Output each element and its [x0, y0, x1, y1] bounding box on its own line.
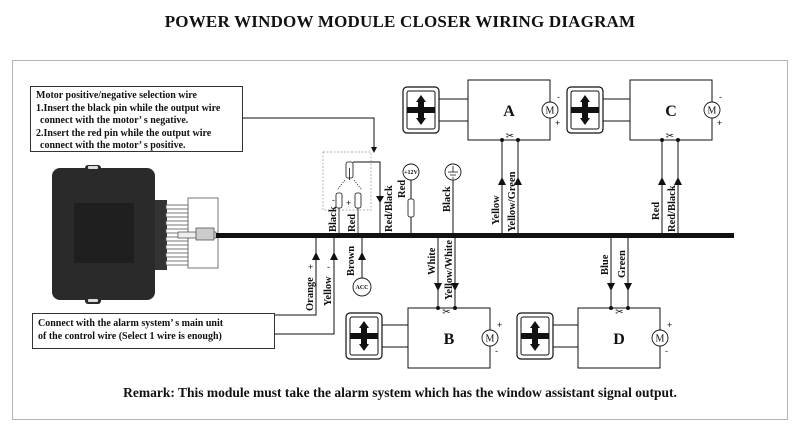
- selection-pin-top: [345, 161, 354, 180]
- label-red-black-wire: Red/Black: [384, 185, 395, 232]
- main-harness-bus: [216, 233, 734, 238]
- cut-scissors-icon: ✂: [506, 131, 514, 142]
- label-a-yellow-green-wire: Yellow/Green: [507, 171, 518, 232]
- black-pin-sign: -: [332, 195, 335, 205]
- window-id-label: B: [444, 331, 455, 348]
- up-down-arrow-icon: [359, 321, 369, 351]
- window-id-label: C: [665, 103, 677, 120]
- motor-bottom-sign: +: [555, 118, 560, 128]
- label-c-red-black-wire: Red/Black: [667, 185, 678, 232]
- cut-scissors-icon: ✂: [666, 131, 674, 142]
- module-logo-area: [74, 203, 134, 263]
- note-line: Connect with the alarm system’ s main un…: [38, 318, 224, 329]
- note-line: Motor positive/negative selection wire: [36, 90, 197, 101]
- acc-label: ACC: [356, 285, 369, 291]
- label-black-wire: Black: [328, 206, 339, 232]
- orange-sign: +: [308, 262, 313, 272]
- junction-dot: [660, 138, 664, 142]
- motor-icon: [703, 101, 721, 119]
- acc-terminal: [352, 277, 372, 297]
- note-line: connect with the motor’ s negative.: [40, 115, 189, 126]
- label-yellow-wire: Yellow: [323, 276, 334, 306]
- junction-dot: [609, 306, 613, 310]
- motor-bottom-sign: +: [717, 118, 722, 128]
- junction-dot: [436, 306, 440, 310]
- window-id-label: D: [613, 331, 625, 348]
- window-unit-a: ✂ A M- +: [402, 79, 560, 142]
- red-black-selection-wire: [353, 161, 381, 233]
- motor-icon: [651, 329, 669, 347]
- red-pin: [354, 192, 362, 233]
- orange-wire: [275, 238, 317, 316]
- label-orange-wire: Orange: [305, 277, 316, 311]
- window-unit-d: ✂ D M+ -: [516, 306, 672, 369]
- label-ground-black-wire: Black: [442, 186, 453, 212]
- label-d-blue-wire: Blue: [600, 254, 611, 275]
- window-unit-b: ✂ B M+ -: [345, 306, 502, 369]
- connector-plug: [165, 197, 219, 269]
- cut-scissors-icon: ✂: [615, 307, 623, 318]
- diagram-title: POWER WINDOW MODULE CLOSER WIRING DIAGRA…: [164, 12, 636, 31]
- motor-label: M: [486, 334, 495, 345]
- motor-top-sign: +: [497, 320, 502, 330]
- junction-dot: [516, 138, 520, 142]
- label-red-pin-wire: Red: [347, 214, 358, 232]
- motor-label: M: [656, 334, 665, 345]
- up-down-arrow-icon: [416, 95, 426, 125]
- yellow-wire: [275, 238, 335, 335]
- up-down-arrow-icon: [580, 95, 590, 125]
- black-pin: [335, 192, 343, 233]
- label-brown-wire: Brown: [346, 246, 357, 276]
- label-a-yellow-wire: Yellow: [491, 195, 502, 225]
- label-b-yellow-white-wire: Yellow/White: [444, 240, 455, 300]
- yellow-sign: -: [327, 262, 330, 272]
- window-id-label: A: [503, 103, 515, 120]
- note-line: of the control wire (Select 1 wire is en…: [38, 330, 222, 342]
- label-red-12v-wire: Red: [397, 180, 408, 198]
- motor-icon: [541, 101, 559, 119]
- cut-scissors-icon: ✂: [442, 307, 450, 318]
- motor-icon: [481, 329, 499, 347]
- motor-top-sign: +: [667, 320, 672, 330]
- junction-dot: [500, 138, 504, 142]
- note-line: connect with the motor’ s positive.: [40, 140, 186, 151]
- motor-top-sign: -: [719, 92, 722, 102]
- motor-label: M: [546, 106, 555, 117]
- label-c-red-wire: Red: [651, 202, 662, 220]
- motor-label: M: [708, 106, 717, 117]
- motor-top-sign: -: [557, 92, 560, 102]
- window-unit-c: ✂ C M- +: [566, 79, 722, 142]
- pin-selection-box: [322, 151, 372, 211]
- alarm-connection-note: Connect with the alarm system’ s main un…: [32, 313, 275, 349]
- motor-bottom-sign: -: [665, 346, 668, 356]
- note-line: 2.Insert the red pin while the output wi…: [36, 127, 212, 139]
- selection-wire-note: Motor positive/negative selection wire 1…: [30, 86, 243, 152]
- red-pin-sign: +: [346, 198, 351, 208]
- selection-leader-line: [243, 117, 377, 153]
- remark-text: Remark: This module must take the alarm …: [123, 385, 677, 400]
- junction-dot: [676, 138, 680, 142]
- junction-dot: [453, 306, 457, 310]
- label-b-white-wire: White: [427, 247, 438, 275]
- diagram-frame: [12, 60, 788, 420]
- window-module-unit: [52, 165, 219, 304]
- plus12v-label: +12V: [404, 170, 418, 176]
- note-line: 1.Insert the black pin while the output …: [36, 102, 221, 114]
- label-d-green-wire: Green: [617, 250, 628, 278]
- motor-bottom-sign: -: [495, 346, 498, 356]
- junction-dot: [626, 306, 630, 310]
- fuse-icon: [407, 198, 415, 218]
- up-down-arrow-icon: [530, 321, 540, 351]
